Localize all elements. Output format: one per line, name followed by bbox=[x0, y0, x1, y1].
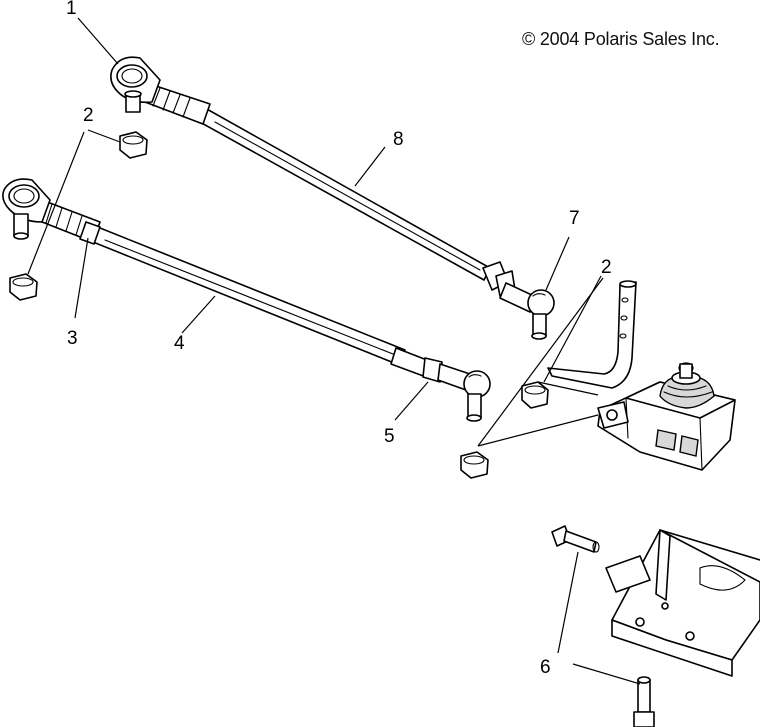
callout-2-left: 2 bbox=[83, 105, 94, 126]
callout-1: 1 bbox=[66, 0, 77, 19]
bolt-upper bbox=[551, 525, 600, 553]
mounting-bracket bbox=[605, 529, 760, 677]
callout-3: 3 bbox=[67, 328, 78, 349]
callout-2-right: 2 bbox=[601, 257, 612, 278]
callout-4: 4 bbox=[174, 333, 185, 354]
lower-rod-end bbox=[2, 178, 51, 240]
lower-tie-rod bbox=[2, 178, 491, 422]
upper-rod-end bbox=[110, 56, 161, 113]
upper-ball-joint bbox=[499, 282, 555, 340]
nut-right-lower bbox=[460, 451, 489, 479]
upper-tie-rod bbox=[110, 56, 555, 340]
lower-ball-joint bbox=[437, 363, 491, 422]
nut-upper-left bbox=[119, 131, 148, 159]
callout-6: 6 bbox=[540, 657, 551, 678]
callout-8: 8 bbox=[393, 129, 404, 150]
callout-5: 5 bbox=[384, 426, 395, 447]
callout-labels: 1 2 2 3 4 5 6 7 8 bbox=[66, 0, 612, 678]
nut-lower-left bbox=[9, 273, 38, 301]
shifter-assembly bbox=[547, 280, 736, 471]
copyright-notice: © 2004 Polaris Sales Inc. bbox=[522, 29, 720, 49]
nut-right-upper bbox=[521, 381, 549, 409]
callout-7: 7 bbox=[569, 208, 580, 229]
bolt-lower bbox=[633, 676, 655, 727]
leader-lines bbox=[27, 17, 641, 685]
